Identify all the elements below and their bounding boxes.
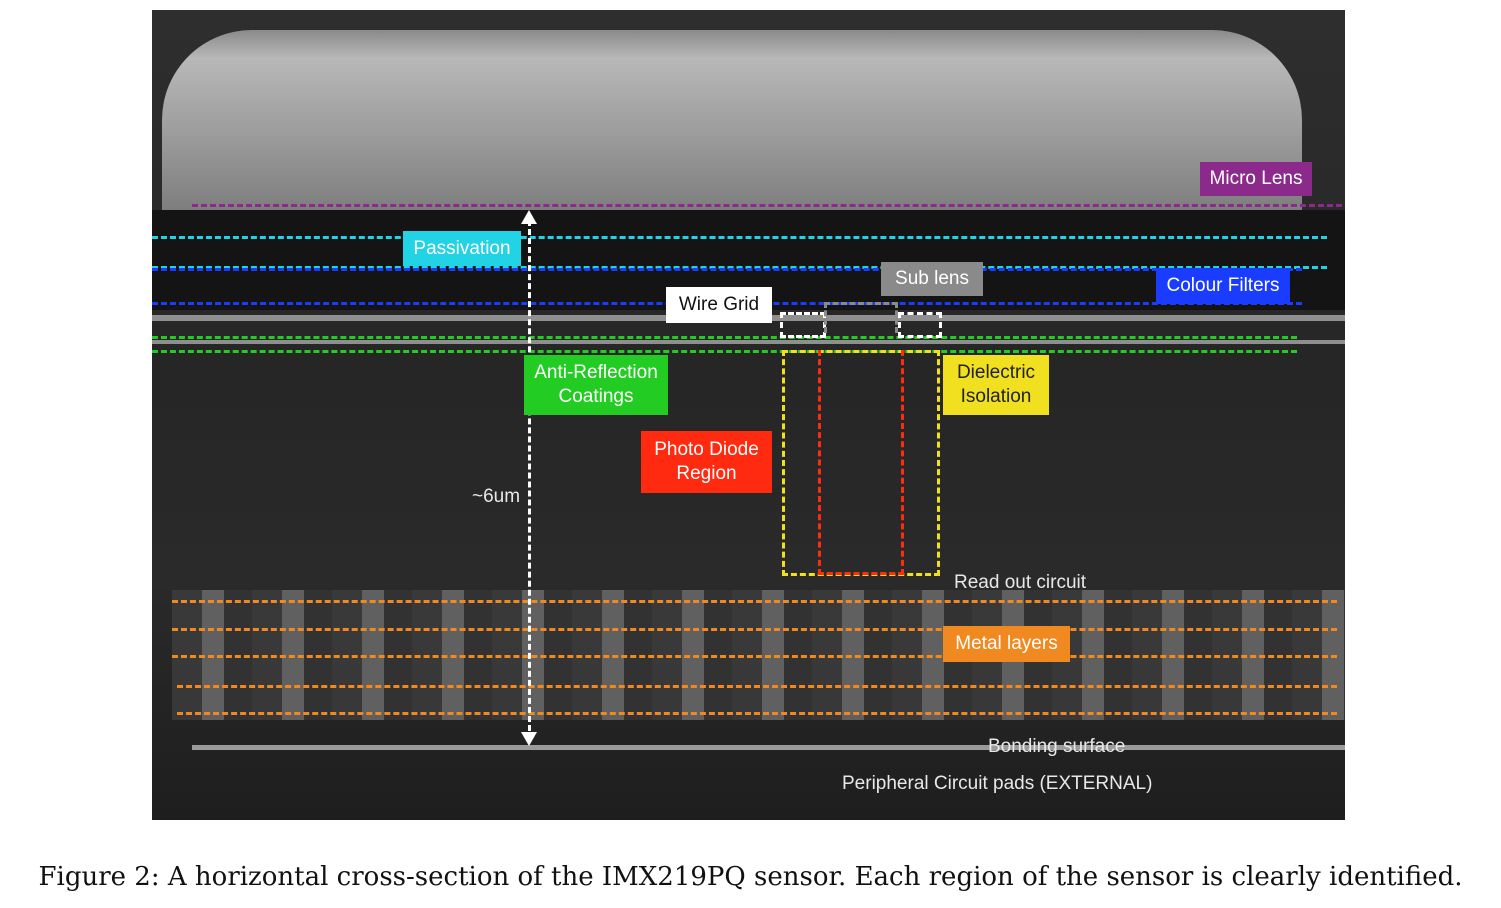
figure-caption: Figure 2: A horizontal cross-section of … bbox=[38, 862, 1463, 892]
sub-lens-label: Sub lens bbox=[881, 262, 983, 296]
metal-layer-line-3 bbox=[172, 655, 1337, 658]
thickness-arrow bbox=[528, 220, 531, 740]
metal-layer-line-4 bbox=[177, 685, 1337, 688]
thickness-label: ~6um bbox=[472, 486, 521, 507]
passivation-bottom-line bbox=[152, 266, 1327, 269]
photo-diode-box bbox=[818, 350, 904, 575]
sensor-cross-section-image: Micro Lens Passivation Sub lens Colour F… bbox=[152, 10, 1345, 820]
micro-lens-boundary-line bbox=[192, 204, 1342, 207]
anti-reflection-layer bbox=[152, 340, 1345, 344]
peripheral-pads-label: Peripheral Circuit pads (EXTERNAL) bbox=[842, 773, 1153, 794]
photo-diode-label: Photo Diode Region bbox=[641, 431, 772, 493]
wire-grid-box-left bbox=[780, 312, 826, 338]
wire-grid-label: Wire Grid bbox=[666, 287, 772, 323]
passivation-label: Passivation bbox=[403, 231, 521, 266]
anti-reflection-bottom-line bbox=[152, 350, 1297, 353]
read-out-circuit-label: Read out circuit bbox=[954, 572, 1087, 593]
sub-lens-box bbox=[824, 302, 898, 333]
arrow-down-icon bbox=[521, 732, 537, 746]
metal-layers-label: Metal layers bbox=[943, 626, 1070, 662]
wire-grid-box-right bbox=[898, 312, 942, 338]
anti-reflection-label: Anti-Reflection Coatings bbox=[524, 355, 668, 415]
bonding-surface-line bbox=[192, 745, 1345, 750]
colour-filters-label: Colour Filters bbox=[1156, 268, 1290, 304]
arrow-up-icon bbox=[521, 210, 537, 224]
colour-filter-top-line bbox=[152, 268, 1302, 271]
dielectric-isolation-label: Dielectric Isolation bbox=[943, 355, 1049, 415]
anti-reflection-top-line bbox=[152, 336, 1297, 339]
metal-layer-line-1 bbox=[172, 600, 1337, 603]
metal-layer-line-2 bbox=[172, 628, 1337, 631]
bonding-surface-label: Bonding surface bbox=[988, 736, 1126, 757]
micro-lens-label: Micro Lens bbox=[1200, 162, 1312, 196]
micro-lens-body bbox=[162, 30, 1302, 220]
metal-layer-line-5 bbox=[177, 712, 1337, 715]
passivation-top-line bbox=[152, 236, 1327, 239]
